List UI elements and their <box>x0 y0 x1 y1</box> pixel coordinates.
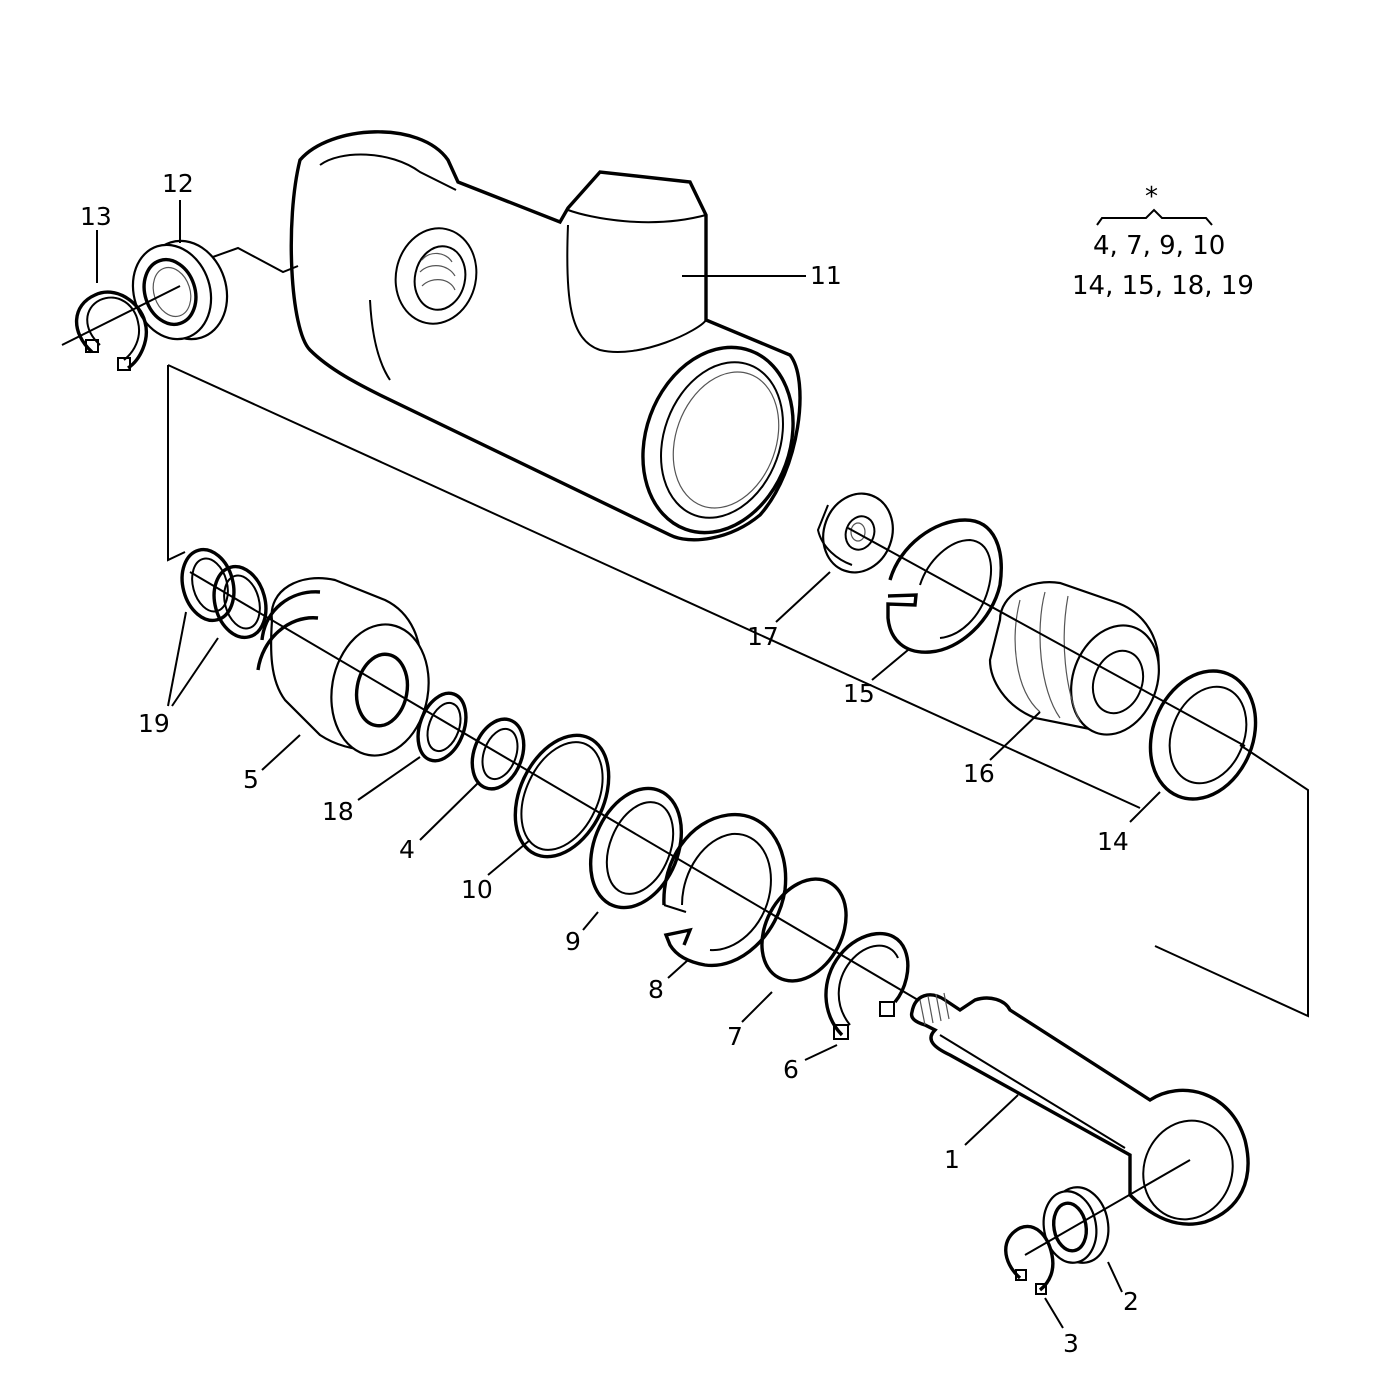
callout-3: 3 <box>1063 1329 1079 1358</box>
assembly-frame-diagonal-top <box>167 364 1141 809</box>
part-19-rings <box>180 547 268 640</box>
axis-line-bottom <box>1024 1159 1191 1256</box>
part-18-ring <box>416 691 468 763</box>
callout-10: 10 <box>461 875 493 904</box>
kit-note-brace <box>1096 208 1213 226</box>
part-6-snap-ring <box>824 932 910 1040</box>
kit-note-line-2: 14, 15, 18, 19 <box>1072 271 1254 301</box>
rod-eye <box>1142 1119 1234 1221</box>
callout-12: 12 <box>162 169 194 198</box>
part-2-bearing <box>1042 1186 1110 1264</box>
part-16-piston <box>988 581 1160 736</box>
callout-8: 8 <box>648 975 664 1004</box>
callout-2: 2 <box>1123 1287 1139 1316</box>
part-5-piston-head <box>256 577 430 757</box>
kit-note: * 4, 7, 9, 10 14, 15, 18, 19 <box>1072 182 1254 301</box>
part-11-cylinder-body <box>289 130 802 542</box>
callout-9: 9 <box>565 927 581 956</box>
callout-7: 7 <box>727 1022 743 1051</box>
callout-17: 17 <box>747 622 779 651</box>
part-13-snap-ring <box>74 290 148 371</box>
part-8-split-ring <box>662 812 788 968</box>
callout-16: 16 <box>963 759 995 788</box>
callout-15: 15 <box>843 679 875 708</box>
part-1-piston-rod <box>909 992 1250 1226</box>
axis-line-12-13 <box>61 285 181 346</box>
leader-lines <box>96 200 1161 1329</box>
callout-4: 4 <box>399 835 415 864</box>
axis-line-left-lower <box>189 571 919 1001</box>
body-bore-end <box>641 345 795 535</box>
callout-19: 19 <box>138 709 170 738</box>
callout-1: 1 <box>944 1145 960 1174</box>
callout-11: 11 <box>810 261 842 290</box>
part-14-ring <box>1148 669 1258 801</box>
kit-note-line-1: 4, 7, 9, 10 <box>1093 231 1225 261</box>
part-7-o-ring <box>760 877 848 983</box>
part-number-callouts: 1 2 3 4 5 6 7 8 9 10 11 12 13 14 15 16 1… <box>80 169 1139 1358</box>
part-15-split-ring <box>886 518 1003 654</box>
assembly-frame-left <box>167 365 186 562</box>
callout-18: 18 <box>322 797 354 826</box>
part-9-ring <box>588 786 684 910</box>
side-port <box>394 227 478 325</box>
part-3-snap-ring <box>1004 1224 1055 1295</box>
axis-line-right-upper <box>847 527 1246 747</box>
part-4-ring <box>470 717 526 791</box>
callout-6: 6 <box>783 1055 799 1084</box>
assembly-frame-diagonal-bottom <box>1154 744 1309 1018</box>
callout-13: 13 <box>80 202 112 231</box>
callout-5: 5 <box>243 765 259 794</box>
kit-note-asterisk: * <box>1145 182 1158 212</box>
callout-14: 14 <box>1097 827 1129 856</box>
assembly-frame-link-12-to-body <box>209 246 299 274</box>
part-12-wiper-seal <box>131 239 229 341</box>
